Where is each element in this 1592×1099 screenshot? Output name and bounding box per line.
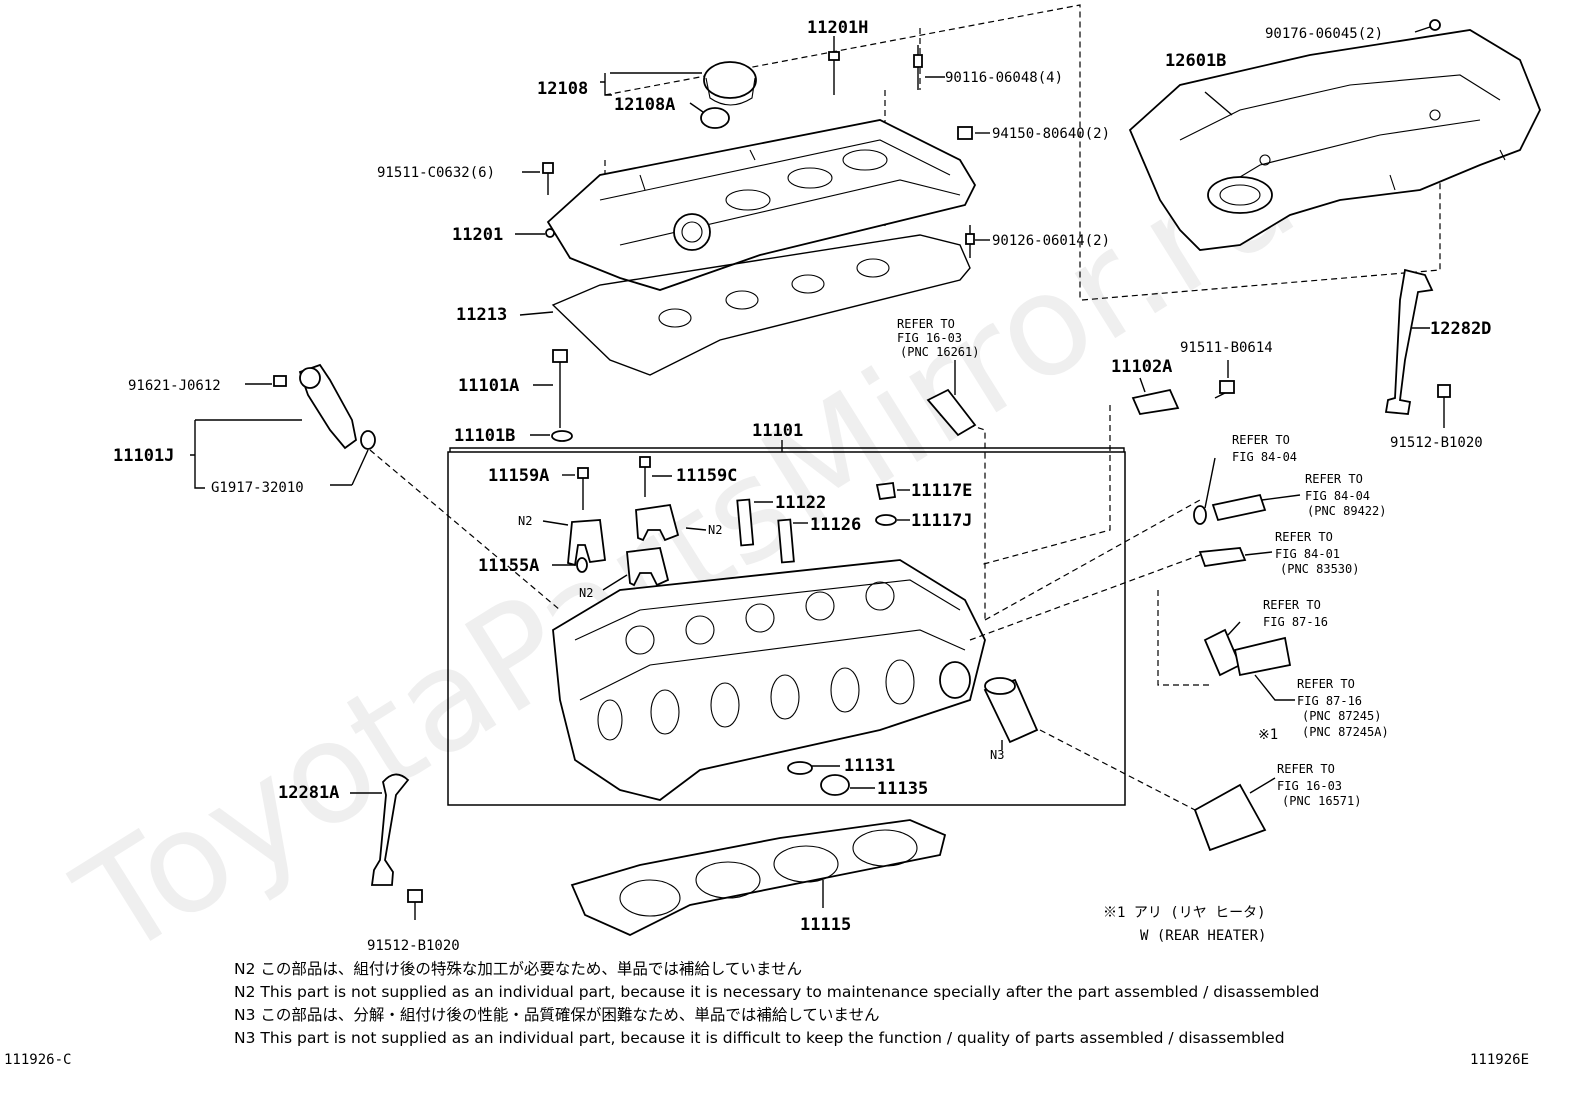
label-11101: 11101 xyxy=(752,421,803,441)
label-11126: 11126 xyxy=(810,515,861,535)
label-91512-top: 91512-B1020 xyxy=(1390,435,1483,451)
ref-84-01-line3: (PNC 83530) xyxy=(1280,562,1359,576)
label-90116: 90116-06048(4) xyxy=(945,70,1063,86)
cylinder-head-cover xyxy=(546,119,977,291)
label-n2-b: N2 xyxy=(708,523,722,537)
label-11101A: 11101A xyxy=(458,376,519,396)
label-11101J: 11101J xyxy=(113,446,174,466)
ref-87-16-a-line1: REFER TO xyxy=(1263,598,1321,612)
head-assembly-box xyxy=(447,451,1126,806)
label-11135: 11135 xyxy=(877,779,928,799)
label-91621: 91621-J0612 xyxy=(128,378,221,394)
ref-87-16-b-line2: FIG 87-16 xyxy=(1297,694,1362,708)
valve-guides xyxy=(736,498,795,564)
label-12108: 12108 xyxy=(537,79,588,99)
label-12601B: 12601B xyxy=(1165,51,1226,71)
engine-cover xyxy=(1128,29,1541,251)
ref-87-16-a-line2: FIG 87-16 xyxy=(1263,615,1328,629)
label-91511B: 91511-B0614 xyxy=(1180,340,1273,356)
label-90126: 90126-06014(2) xyxy=(992,233,1110,249)
head-gasket xyxy=(570,819,947,936)
ref-87-16-b-line3: (PNC 87245) xyxy=(1302,709,1381,723)
label-11213: 11213 xyxy=(456,305,507,325)
ref-16-03-b-line2: FIG 16-03 xyxy=(1277,779,1342,793)
label-11131: 11131 xyxy=(844,756,895,776)
label-11117E: 11117E xyxy=(911,481,972,501)
bolt-11201H xyxy=(828,36,840,95)
label-90176: 90176-06045(2) xyxy=(1265,26,1383,42)
rear-heater-jp: ※1 アリ (リヤ ヒータ) xyxy=(1103,905,1266,921)
ref-84-04-a-line2: FIG 84-04 xyxy=(1232,450,1297,464)
note-n3-en: N3 This part is not supplied as an indiv… xyxy=(234,1029,1285,1047)
ref-84-01-line1: REFER TO xyxy=(1275,530,1333,544)
ref-87-16-b-line1: REFER TO xyxy=(1297,677,1355,691)
label-94150: 94150-80640(2) xyxy=(992,126,1110,142)
note-n2-en: N2 This part is not supplied as an indiv… xyxy=(234,983,1319,1001)
label-91511C: 91511-C0632(6) xyxy=(377,165,495,181)
label-n3: N3 xyxy=(990,748,1004,762)
note-n3-jp: N3 この部品は、分解・組付け後の性能・品質確保が困難なため、単品では補給してい… xyxy=(234,1006,879,1024)
cylinder-head xyxy=(552,559,986,801)
label-11159C: 11159C xyxy=(676,466,737,486)
ref-84-04-b-line1: REFER TO xyxy=(1305,472,1363,486)
bearing-cap xyxy=(567,503,680,587)
ref-16-03-b-line1: REFER TO xyxy=(1277,762,1335,776)
sleeve-n3 xyxy=(983,677,1039,744)
ref-84-04-b-line3: (PNC 89422) xyxy=(1307,504,1386,518)
label-11201: 11201 xyxy=(452,225,503,245)
label-12282D: 12282D xyxy=(1430,319,1491,339)
ref-87-16-b-mark: ※1 xyxy=(1258,727,1278,743)
label-11159A: 11159A xyxy=(488,466,549,486)
label-11102A: 11102A xyxy=(1111,357,1172,377)
label-11101B: 11101B xyxy=(454,426,515,446)
ref-16-03-a-line2: FIG 16-03 xyxy=(897,331,962,345)
label-G1917: G1917-32010 xyxy=(211,480,304,496)
ref-87-16-b-line4: (PNC 87245A) xyxy=(1302,725,1389,739)
ref-84-01-line2: FIG 84-01 xyxy=(1275,547,1340,561)
label-11115: 11115 xyxy=(800,915,851,935)
head-bolt xyxy=(552,349,568,428)
oil-control-valve xyxy=(273,363,376,450)
note-n2-jp: N2 この部品は、組付け後の特殊な加工が必要なため、単品では補給していません xyxy=(234,960,802,978)
label-n2-c: N2 xyxy=(579,586,593,600)
ref-84-04-a-line1: REFER TO xyxy=(1232,433,1290,447)
label-11201H: 11201H xyxy=(807,18,868,38)
ref-16-03-a-line3: (PNC 16261) xyxy=(900,345,979,359)
footer-left-code: 111926-C xyxy=(4,1052,71,1068)
label-11122: 11122 xyxy=(775,493,826,513)
label-n2-a: N2 xyxy=(518,514,532,528)
stud-90116 xyxy=(913,45,923,90)
label-11155A: 11155A xyxy=(478,556,539,576)
label-12108A: 12108A xyxy=(614,95,675,115)
rear-heater-en: W (REAR HEATER) xyxy=(1140,928,1266,944)
ref-16-03-a-line1: REFER TO xyxy=(897,317,955,331)
label-91512-bottom: 91512-B1020 xyxy=(367,938,460,954)
ref-16-03-b-line3: (PNC 16571) xyxy=(1282,794,1361,808)
footer-right-code: 111926E xyxy=(1470,1052,1529,1068)
label-11117J: 11117J xyxy=(911,511,972,531)
ref-84-04-b-line2: FIG 84-04 xyxy=(1305,489,1370,503)
oil-filler-cap xyxy=(700,61,757,129)
label-12281A: 12281A xyxy=(278,783,339,803)
